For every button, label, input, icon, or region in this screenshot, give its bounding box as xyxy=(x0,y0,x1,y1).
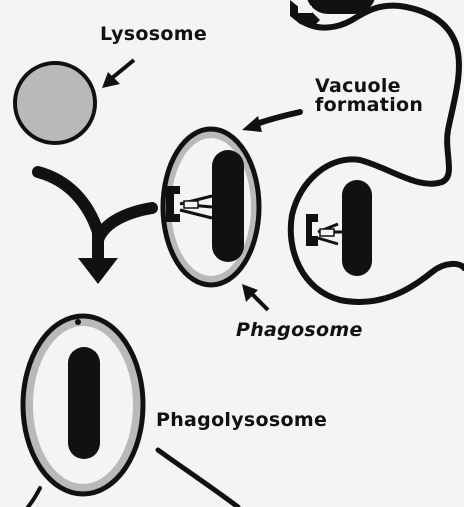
label-phagosome: Phagosome xyxy=(236,321,363,340)
merge-arrow xyxy=(38,172,152,284)
label-lysosome: Lysosome xyxy=(100,25,207,44)
label-vacuole-formation: Vacuole formation xyxy=(315,77,423,115)
lysosome-vesicle xyxy=(15,63,95,143)
phagosome-pointer-arrow xyxy=(242,284,268,310)
vacuole-pointer-arrow xyxy=(242,112,300,132)
bacterium-engulfing xyxy=(306,180,372,276)
label-vacuole-line2: formation xyxy=(315,96,423,115)
macrophage-cell-outline xyxy=(291,6,464,302)
lower-cell-stroke-left xyxy=(28,488,40,507)
lower-cell-stroke-right xyxy=(158,450,238,507)
label-phagolysosome: Phagolysosome xyxy=(156,411,327,430)
phagosome xyxy=(163,129,259,285)
phagolysosome xyxy=(23,316,143,494)
lysosome-pointer-arrow xyxy=(102,60,134,88)
